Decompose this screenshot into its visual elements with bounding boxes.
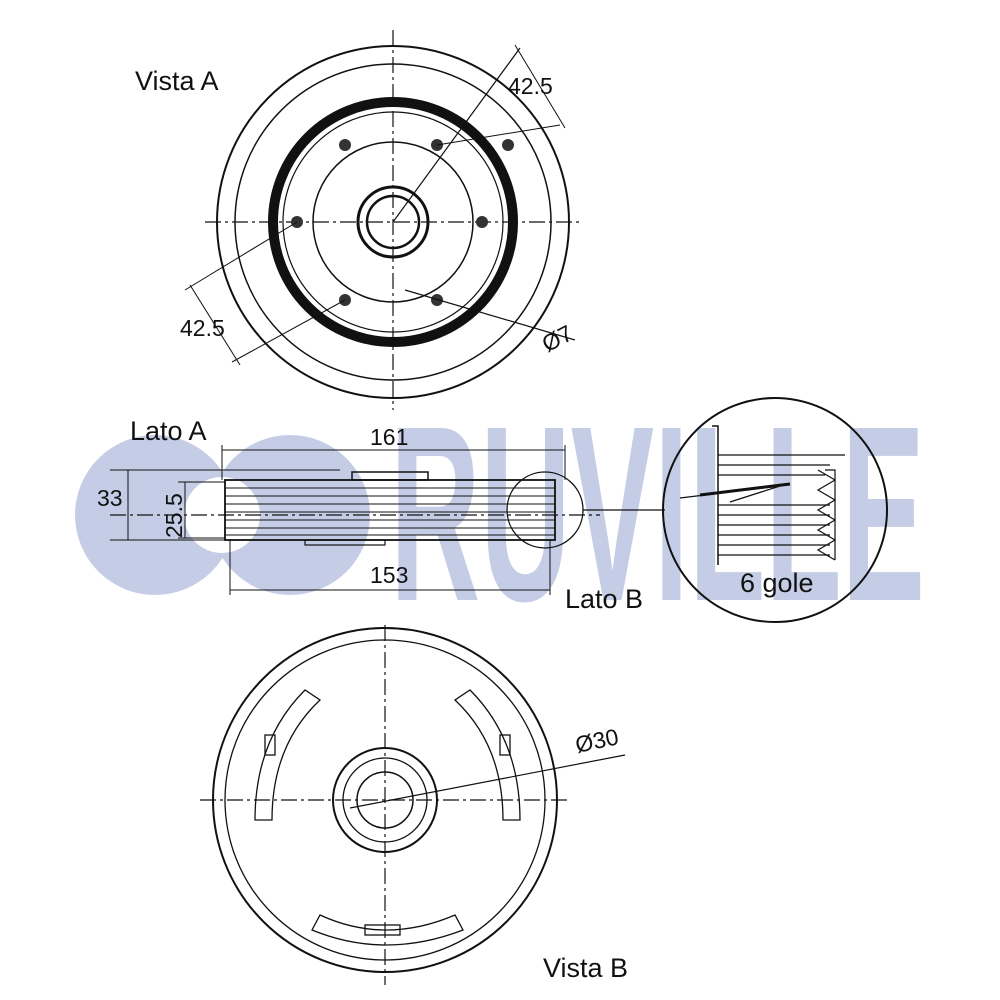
pcd-lower-dimension: 42.5 [180, 315, 225, 341]
lato-b-label: Lato B [565, 584, 643, 614]
vista-a-label: Vista A [135, 66, 219, 96]
pcd-upper-dimension: 42.5 [508, 73, 553, 99]
hole-diameter-dimension: Ø7 [538, 320, 577, 357]
spoke-slots [254, 689, 521, 946]
bolt-holes [291, 139, 514, 306]
watermark-text: RUVILLE [390, 374, 925, 653]
ruville-watermark: RUVILLE [75, 374, 925, 653]
outer-diameter-dimension: 161 [370, 424, 408, 450]
total-width-dimension: 33 [97, 485, 123, 511]
groove-diameter-dimension: 153 [370, 562, 408, 588]
belt-width-dimension: 25.5 [161, 493, 187, 538]
lato-a-label: Lato A [130, 416, 207, 446]
vista-b-label: Vista B [543, 953, 628, 983]
side-view [110, 445, 665, 595]
ruville-logo-icon [75, 435, 370, 595]
vista-a-view [184, 30, 580, 410]
vista-b-view [200, 625, 626, 985]
groove-count-label: 6 gole [740, 568, 814, 598]
groove-detail [662, 397, 888, 623]
pulley-grooves [225, 487, 555, 536]
bore-diameter-dimension: Ø30 [573, 723, 621, 757]
detail-grooves [679, 454, 845, 561]
